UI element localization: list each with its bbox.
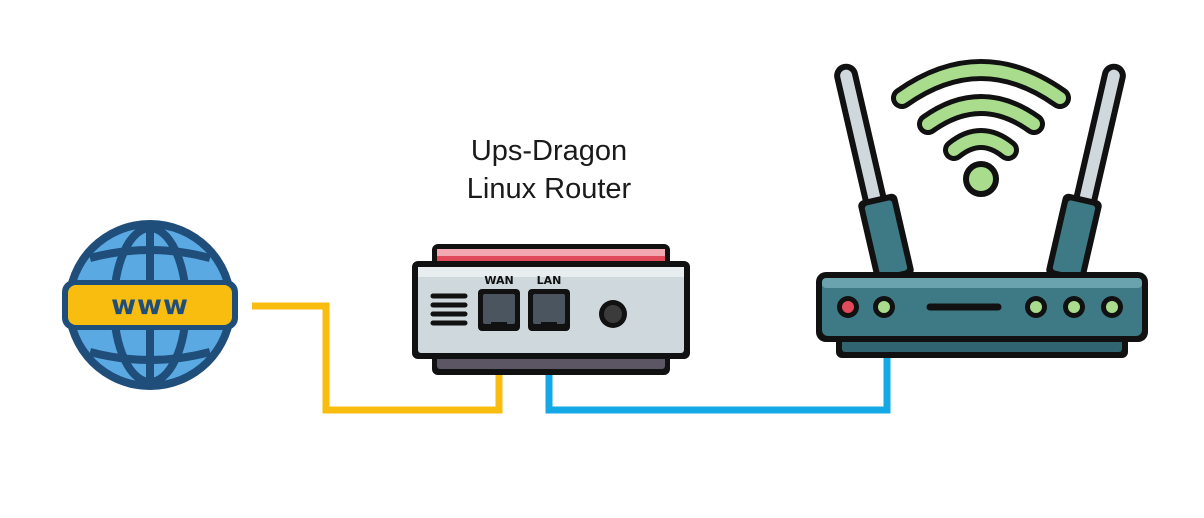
linux-router-device: WAN LAN xyxy=(412,244,690,375)
lan-port xyxy=(528,289,570,331)
router-title-line-2: Linux Router xyxy=(466,173,632,205)
router-title-line-1: Ups-Dragon xyxy=(470,135,628,167)
wifi-signal-icon xyxy=(891,59,1071,197)
lan-port-label: LAN xyxy=(537,274,562,287)
internet-globe-icon: www xyxy=(62,220,238,390)
right-antenna-icon xyxy=(1046,63,1126,283)
router-vent-icon xyxy=(430,293,468,326)
left-antenna-icon xyxy=(834,63,914,283)
wan-cable xyxy=(252,302,503,414)
wan-port-label: WAN xyxy=(484,274,513,287)
wifi-router-device xyxy=(816,59,1148,358)
wan-port xyxy=(478,289,520,331)
globe-www-label: www xyxy=(111,290,189,321)
